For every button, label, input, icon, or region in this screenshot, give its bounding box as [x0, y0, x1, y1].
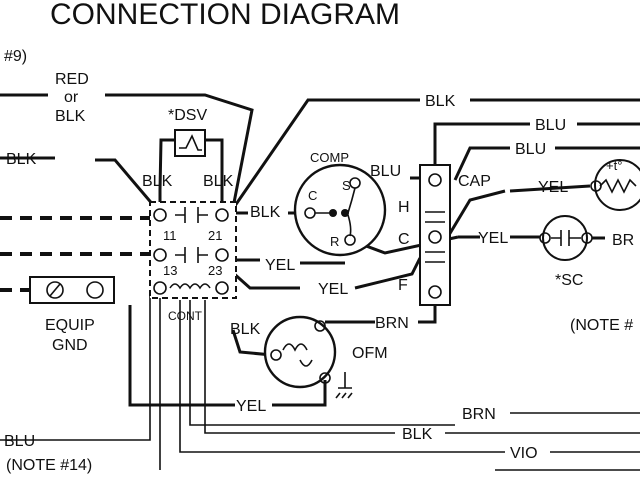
equip-gnd-terminal: EQUIP GND: [29, 276, 115, 354]
yel-cont2-label: YEL: [318, 281, 348, 298]
wire-labels: RED or BLK BLK BLK BLK BLK BLU BLU BLU Y…: [4, 71, 568, 474]
thermistor-label: +t°: [606, 158, 622, 173]
start-capacitor: *SC BR (NOTE #: [539, 215, 634, 334]
ofm-label: OFM: [352, 345, 388, 362]
thermistor: +t°: [590, 158, 640, 211]
contactor: 11 21 13 23 CONT: [149, 201, 237, 323]
terminal-21: [215, 208, 229, 222]
brn-ofm-label: BRN: [375, 315, 409, 332]
yel-bottom-label: YEL: [236, 398, 266, 415]
terminal-21-label: 21: [208, 228, 222, 243]
cap-h-label: H: [398, 199, 410, 216]
contactor-label: CONT: [168, 309, 203, 323]
blk-label-red-or: BLK: [55, 108, 86, 125]
blk-dsv-right-label: BLK: [203, 173, 234, 190]
cap-c-label: C: [398, 231, 410, 248]
cap-f-label: F: [398, 277, 408, 294]
br-right-label: BR: [612, 232, 634, 249]
blk-ofm-label: BLK: [230, 321, 261, 338]
terminal-23-label: 23: [208, 263, 222, 278]
equip-gnd-label-2: GND: [52, 337, 88, 354]
terminal-13: [153, 248, 167, 262]
blu-top1-label: BLU: [535, 117, 566, 134]
sc-label: *SC: [555, 272, 583, 289]
compressor: COMP C S R: [293, 150, 387, 257]
outdoor-fan-motor: OFM: [263, 315, 388, 399]
note-14-label: (NOTE #14): [6, 457, 92, 474]
blk-top-label: BLK: [425, 93, 456, 110]
blk-cont-label: BLK: [250, 204, 281, 221]
terminal-13-label: 13: [163, 263, 177, 278]
comp-c-label: C: [308, 188, 317, 203]
terminal-23: [215, 248, 229, 262]
terminal-11-label: 11: [163, 228, 177, 243]
dsv-switch: *DSV: [168, 107, 207, 157]
or-label: or: [64, 89, 79, 106]
comp-s-label: S: [342, 178, 351, 193]
yel-right2-label: YEL: [478, 230, 508, 247]
cap-label: CAP: [458, 173, 491, 190]
run-capacitor: CAP H C F: [398, 164, 491, 306]
equip-gnd-label-1: EQUIP: [45, 317, 95, 334]
terminal-11: [153, 208, 167, 222]
blu-top2-label: BLU: [515, 141, 546, 158]
blk-bottom-label: BLK: [402, 426, 433, 443]
comp-r-label: R: [330, 234, 339, 249]
vio-bottom-label: VIO: [510, 445, 538, 462]
dsv-label: *DSV: [168, 107, 207, 124]
blu-comp-label: BLU: [370, 163, 401, 180]
brn-bottom-label: BRN: [462, 406, 496, 423]
blu-bottom-label: BLU: [4, 433, 35, 450]
blk-dsv-left-label: BLK: [142, 173, 173, 190]
comp-label: COMP: [310, 150, 349, 165]
diagram-title: CONNECTION DIAGRAM: [50, 0, 400, 31]
blk-left-label: BLK: [6, 151, 37, 168]
yel-cont1-label: YEL: [265, 257, 295, 274]
yel-right1-label: YEL: [538, 179, 568, 196]
note-9-label: #9): [4, 48, 27, 65]
note-right-label: (NOTE #: [570, 317, 633, 334]
red-label: RED: [55, 71, 89, 88]
